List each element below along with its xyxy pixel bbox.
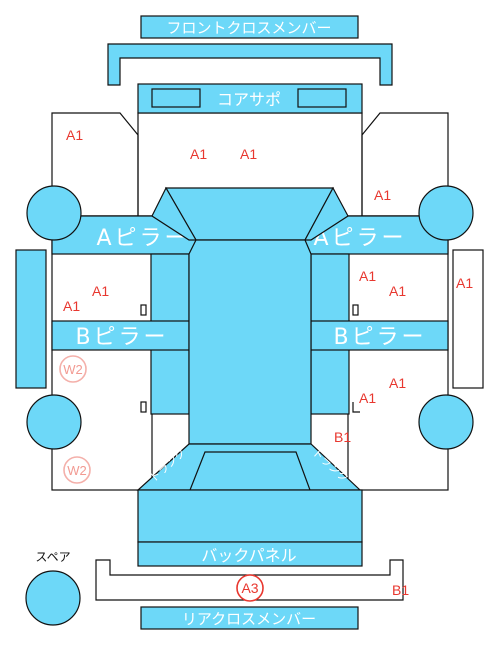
back-panel	[137, 489, 363, 543]
rear-right-wheel	[418, 394, 474, 450]
marker-rear-right	[352, 402, 360, 413]
code-rear-right-door-1: A1	[389, 375, 406, 391]
left-side-strip	[15, 249, 47, 389]
front-right-wheel	[418, 185, 474, 241]
back-panel-label: バックパネル	[201, 546, 296, 565]
code-hood-center-2: A1	[240, 146, 257, 162]
front-cross-member-label: フロントクロスメンバー	[166, 19, 331, 37]
ring-rear-left-quarter	[63, 456, 91, 484]
core-support-left-slot	[151, 88, 201, 108]
core-support-right-slot	[297, 88, 347, 108]
right-body-side	[347, 215, 449, 491]
front-cross-member	[140, 15, 359, 39]
code-front-right-door-2: A1	[389, 283, 406, 299]
b-pillar-left-label: Bピラー	[75, 325, 168, 350]
code-rear-bumper-right: B1	[392, 582, 409, 598]
code-hood-left: A1	[66, 127, 83, 143]
b-pillar-left	[51, 320, 190, 351]
a-pillar-right-label: Aピラー	[313, 226, 406, 251]
rear-bumper-outline	[95, 559, 404, 601]
b-pillar-right	[310, 320, 449, 351]
a-pillar-left-label: Aピラー	[96, 226, 189, 251]
trunk-well	[189, 451, 311, 491]
core-support-label: コアサポ	[217, 90, 281, 109]
rear-cross-member-label: リアクロスメンバー	[182, 610, 316, 628]
marker-rear-left	[140, 401, 147, 413]
code-rear-bumper: A3	[241, 580, 258, 596]
spare-label: スペア	[35, 550, 70, 564]
roof-main	[188, 239, 312, 445]
front-bumper-member	[107, 43, 393, 86]
right-side-outline	[452, 249, 484, 389]
rear-left-wheel	[26, 394, 82, 450]
rear-cross-member	[140, 606, 359, 630]
code-front-left-door-2: A1	[63, 298, 80, 314]
back-panel-strip	[137, 541, 363, 567]
code-rear-left-quarter: W2	[67, 463, 87, 478]
ring-rear-left-door	[59, 355, 87, 383]
code-front-left-door-1: A1	[92, 283, 109, 299]
left-body-side	[51, 215, 153, 491]
code-rear-right-door-2: A1	[359, 390, 376, 406]
spare-tire	[25, 570, 81, 626]
code-rear-right-quarter: B1	[334, 429, 351, 445]
code-front-right-door-1: A1	[359, 268, 376, 284]
marker-front-left	[140, 304, 147, 316]
code-front-right-fender: A1	[374, 187, 391, 203]
code-rear-left-door: W2	[63, 362, 83, 377]
ring-rear-bumper	[236, 574, 264, 602]
code-hood-center-1: A1	[190, 146, 207, 162]
front-left-wheel	[26, 185, 82, 241]
marker-front-right	[352, 304, 359, 316]
b-pillar-right-label: Bピラー	[333, 325, 426, 350]
code-right-side-outer: A1	[456, 275, 473, 291]
